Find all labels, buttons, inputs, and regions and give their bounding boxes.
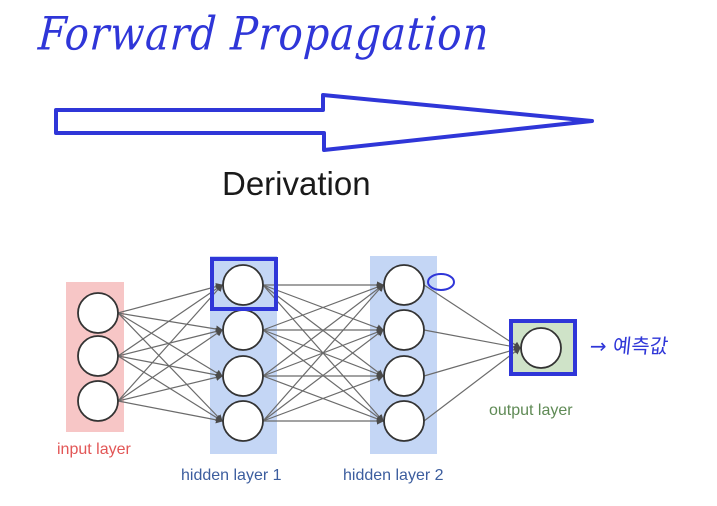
- connection-hidden1-3-hidden2-2: [262, 374, 385, 422]
- hidden1-neuron-2: [222, 309, 264, 351]
- connection-hidden2-2-output-0: [423, 346, 522, 377]
- connection-hidden1-1-hidden2-0: [262, 283, 385, 331]
- connection-input-0-hidden1-0: [117, 283, 224, 314]
- highlight-box-output: [509, 319, 577, 376]
- input-layer-label: input layer: [57, 441, 131, 458]
- forward-arrow: [54, 93, 594, 152]
- connections: [117, 281, 522, 425]
- prediction-annotation: → 예측값: [588, 334, 670, 358]
- hidden2-neuron-3: [383, 355, 425, 397]
- connection-hidden1-2-hidden2-0: [262, 284, 384, 377]
- connection-input-2-hidden1-3: [117, 400, 224, 424]
- highlight-box-hidden1-top: [210, 257, 278, 311]
- neurons: [77, 264, 562, 442]
- hidden2-neuron-1: [383, 264, 425, 306]
- connection-hidden2-3-output-0: [423, 347, 521, 422]
- hidden2-neuron-2: [383, 309, 425, 351]
- hidden1-neuron-4: [222, 400, 264, 442]
- connection-input-0-hidden1-1: [117, 312, 224, 333]
- hidden2-neuron-4: [383, 400, 425, 442]
- connection-hidden1-3-hidden2-0: [262, 284, 384, 422]
- connection-input-2-hidden1-0: [117, 284, 223, 402]
- connection-input-2-hidden1-2: [117, 373, 224, 402]
- input-neuron-3: [77, 380, 119, 422]
- connection-input-1-hidden1-0: [117, 284, 223, 357]
- hidden-layer-1-label: hidden layer 1: [181, 467, 282, 484]
- input-neuron-2: [77, 335, 119, 377]
- connection-input-0-hidden1-3: [117, 312, 223, 422]
- output-layer-label: output layer: [489, 402, 573, 419]
- connection-input-0-hidden1-2: [117, 312, 224, 377]
- connection-hidden1-3-hidden2-1: [262, 329, 384, 422]
- diagram-title: Derivation: [222, 165, 371, 202]
- connection-hidden2-0-output-0: [423, 284, 522, 349]
- connection-input-2-hidden1-1: [117, 329, 223, 402]
- input-neuron-1: [77, 292, 119, 334]
- hidden-layer-2-label: hidden layer 2: [343, 467, 444, 484]
- connection-hidden2-1-output-0: [423, 329, 522, 351]
- hidden1-neuron-1: [222, 264, 264, 306]
- output-neuron-1: [520, 327, 562, 369]
- hand-drawn-circle: [427, 273, 455, 291]
- hidden1-neuron-3: [222, 355, 264, 397]
